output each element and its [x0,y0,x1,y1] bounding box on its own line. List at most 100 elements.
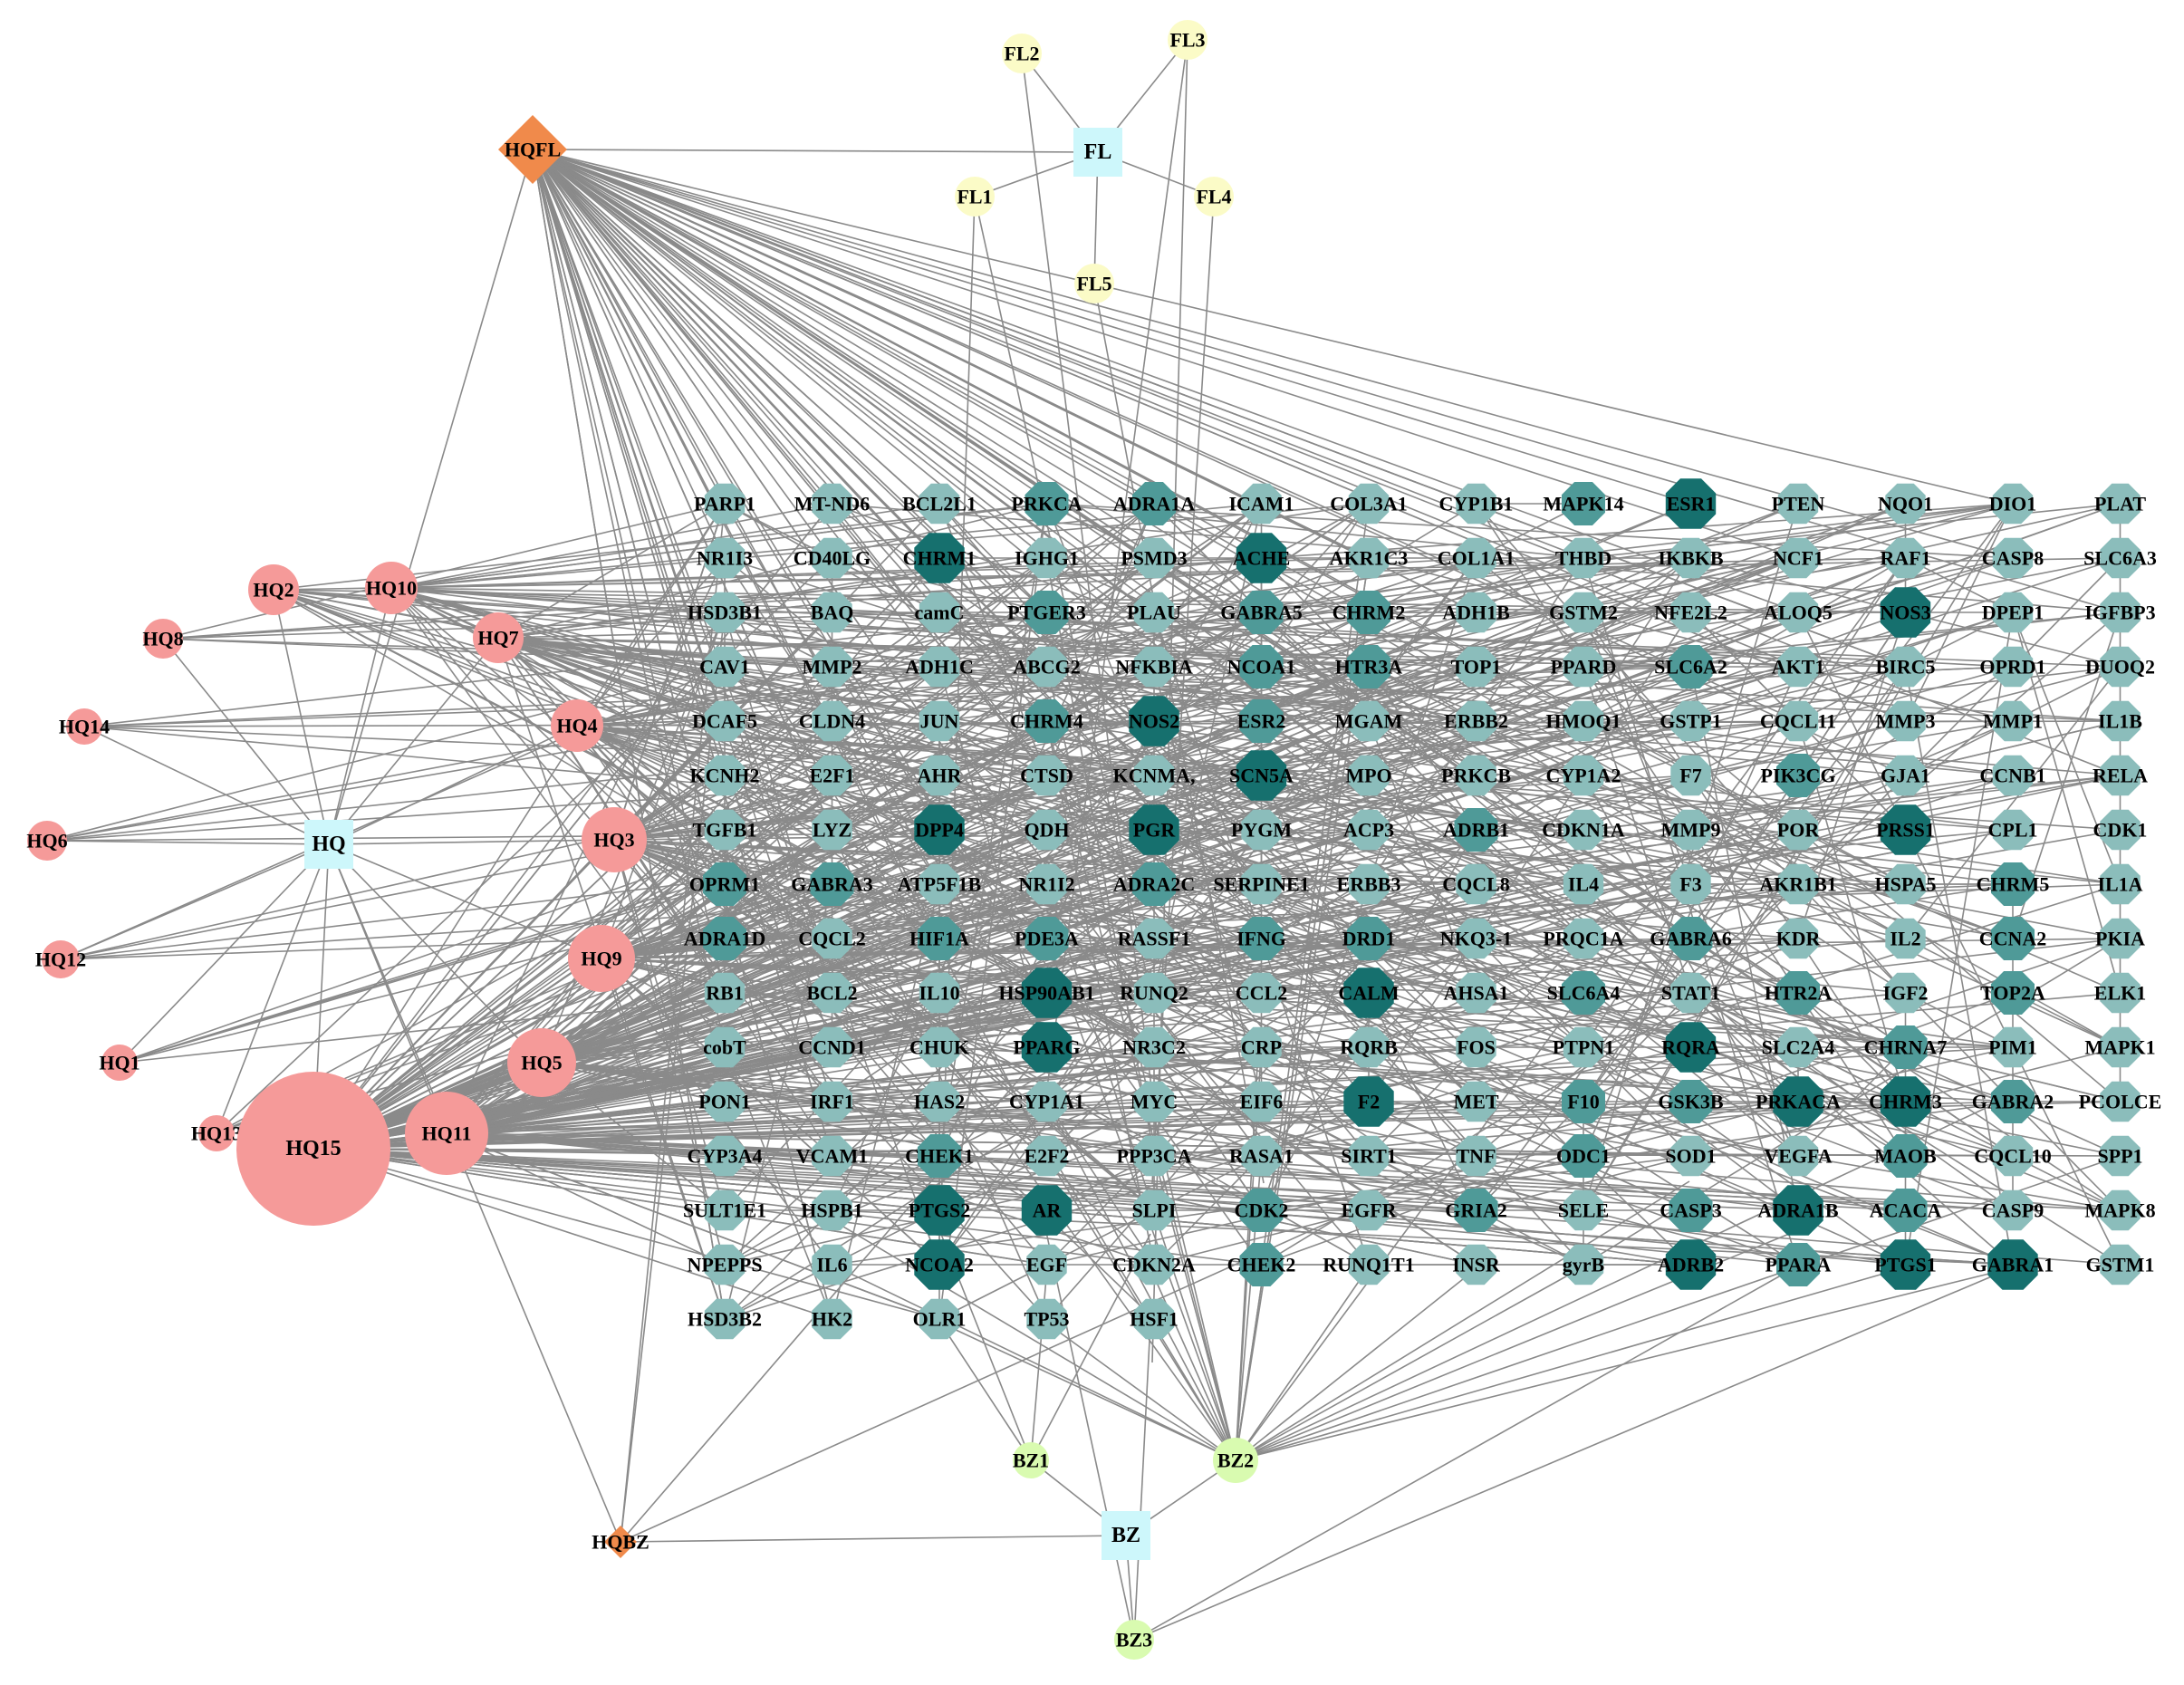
target-node[interactable]: ADRB2 [1658,1239,1724,1290]
target-node[interactable]: DIO1 [1989,483,2037,525]
target-node[interactable]: CAV1 [699,646,750,688]
target-node[interactable]: AR [1021,1185,1073,1236]
target-node[interactable]: SERPINE1 [1213,863,1310,905]
compound-node-bz1[interactable]: BZ1 [1013,1442,1049,1478]
target-node[interactable]: PPARD [1551,646,1617,688]
target-node[interactable]: SIRT1 [1341,1135,1397,1177]
target-node[interactable]: EIF6 [1240,1081,1284,1122]
target-node[interactable]: F10 [1562,1080,1605,1123]
target-node[interactable]: ATP5F1B [898,863,982,905]
target-node[interactable]: CLDN4 [799,700,865,742]
compound-node-fl3[interactable]: FL3 [1168,20,1207,60]
target-node[interactable]: CHRM1 [903,533,977,583]
target-node[interactable]: RUNQ2 [1120,972,1188,1014]
target-node[interactable]: GSK3B [1658,1080,1724,1123]
target-node[interactable]: IRF1 [810,1081,854,1122]
target-node[interactable]: MT-ND6 [794,483,871,525]
target-node[interactable]: PRQC1A [1543,918,1624,959]
target-node[interactable]: THBD [1555,537,1612,579]
target-node[interactable]: AKT1 [1772,646,1825,688]
target-node[interactable]: NOS2 [1129,696,1179,746]
compound-node-hq12[interactable]: HQ12 [35,940,86,978]
target-node[interactable]: ADH1C [905,646,974,688]
target-node[interactable]: IL4 [1563,863,1604,905]
compound-node-hq3[interactable]: HQ3 [582,807,647,872]
target-node[interactable]: SLC2A4 [1762,1026,1835,1068]
target-node[interactable]: TOP1 [1451,646,1502,688]
target-node[interactable]: DPP4 [914,804,965,855]
target-node[interactable]: BCL2L1 [902,483,977,525]
target-node[interactable]: GABRA6 [1650,917,1732,960]
target-node[interactable]: PSMD3 [1121,537,1188,579]
target-node[interactable]: RASA1 [1229,1135,1294,1177]
target-node[interactable]: DRD1 [1342,917,1396,960]
target-node[interactable]: TP53 [1024,1298,1070,1340]
target-node[interactable]: IGFBP3 [2084,592,2156,633]
target-node[interactable]: LYZ [812,809,852,851]
target-node[interactable]: F7 [1670,755,1711,796]
target-node[interactable]: ADRA1B [1757,1185,1839,1236]
target-node[interactable]: HIF1A [909,917,969,960]
target-node[interactable]: HMOQ1 [1545,700,1621,742]
compound-node-hq13[interactable]: HQ13 [191,1115,242,1151]
target-node[interactable]: MMP9 [1661,809,1721,851]
target-node[interactable]: EGFR [1341,1189,1398,1231]
target-node[interactable]: MAOB [1874,1134,1937,1178]
target-node[interactable]: GABRA2 [1972,1080,2054,1123]
compound-node-hq7[interactable]: HQ7 [473,612,524,663]
target-node[interactable]: NCOA2 [905,1239,974,1290]
target-node[interactable]: OPRM1 [689,862,760,906]
target-node[interactable]: NR3C2 [1122,1026,1186,1068]
target-node[interactable]: ESR1 [1665,478,1717,529]
target-node[interactable]: CQCL10 [1974,1135,2052,1177]
target-node[interactable]: RUNQ1T1 [1323,1244,1415,1285]
target-node[interactable]: CHRM4 [1010,699,1083,743]
compound-node-fl2[interactable]: FL2 [1002,34,1042,73]
target-node[interactable]: SCN5A [1229,750,1294,801]
target-node[interactable]: CCNB1 [1979,755,2046,796]
target-node[interactable]: SLC6A4 [1547,971,1621,1015]
target-node[interactable]: NCF1 [1773,537,1823,579]
target-node[interactable]: AHSA1 [1443,972,1509,1014]
target-node[interactable]: FOS [1456,1026,1496,1068]
target-node[interactable]: PTGS2 [909,1185,970,1236]
target-node[interactable]: PRKCB [1441,755,1511,796]
target-node[interactable]: AKR1C3 [1330,537,1409,579]
target-node[interactable]: BAQ [811,592,854,633]
target-node[interactable]: CALM [1338,968,1400,1018]
target-node[interactable]: ACACA [1870,1189,1942,1232]
formula-node-hqfl[interactable]: HQFL [498,115,567,184]
target-node[interactable]: ADRB1 [1443,808,1509,852]
target-node[interactable]: POR [1777,809,1821,851]
compound-node-hq5[interactable]: HQ5 [507,1028,576,1097]
target-node[interactable]: TOP2A [1980,971,2045,1015]
target-node[interactable]: ABCG2 [1013,646,1081,688]
herb-node-hq[interactable]: HQ [304,820,353,869]
target-node[interactable]: MMP2 [803,646,862,688]
target-node[interactable]: HK2 [812,1298,852,1340]
target-node[interactable]: MMP1 [1983,700,2043,742]
target-node[interactable]: NOS3 [1880,587,1931,638]
target-node[interactable]: CHUK [909,1026,969,1068]
target-node[interactable]: IL1B [2098,700,2142,742]
target-node[interactable]: MMP3 [1876,700,1936,742]
target-node[interactable]: TGFB1 [693,809,757,851]
target-node[interactable]: MYC [1130,1081,1179,1122]
target-node[interactable]: IL6 [812,1244,852,1285]
target-node[interactable]: CDK1 [2093,809,2148,851]
target-node[interactable]: ICAM1 [1228,483,1294,525]
target-node[interactable]: HAS2 [914,1081,965,1122]
target-node[interactable]: SLC6A2 [1654,645,1727,688]
target-node[interactable]: CRP [1241,1026,1282,1068]
target-node[interactable]: cobT [703,1026,746,1068]
target-node[interactable]: PPARA [1765,1243,1832,1286]
target-node[interactable]: F2 [1343,1076,1394,1127]
target-node[interactable]: KCNMA, [1112,755,1196,796]
target-node[interactable]: OPRD1 [1979,646,2046,688]
target-node[interactable]: VCAM1 [796,1135,868,1177]
target-node[interactable]: ADRA1A [1113,482,1196,525]
target-node[interactable]: PRSS1 [1876,804,1935,855]
target-node[interactable]: PKIA [2095,918,2145,959]
target-node[interactable]: ERBB3 [1337,863,1401,905]
target-node[interactable]: IKBKB [1658,537,1724,579]
